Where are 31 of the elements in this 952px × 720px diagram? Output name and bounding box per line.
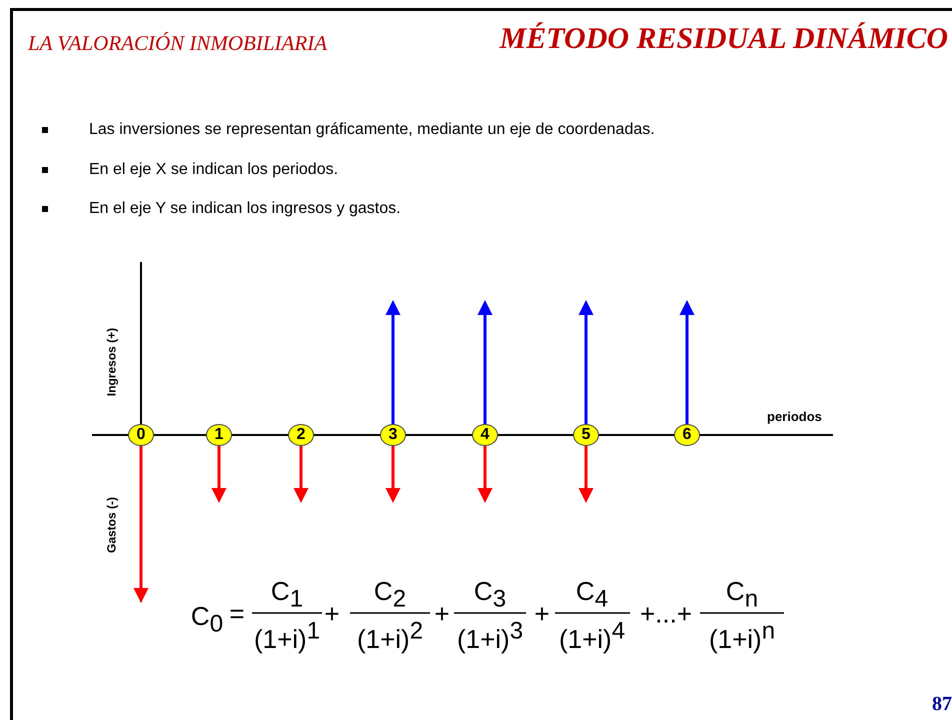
cash-flow-arrow [212,446,226,503]
period-marker: 6 [674,424,700,446]
formula-operator: = [229,600,245,628]
cash-flow-arrow [386,446,400,503]
period-marker: 1 [206,424,232,446]
period-marker: 5 [573,424,599,446]
bullet-text: En el eje Y se indican los ingresos y gastos. [89,200,401,218]
bullet-text: Las inversiones se representan gráficamente, mediante un eje de coordenadas. [89,121,655,139]
period-marker: 4 [472,424,498,446]
cash-flow-arrow [294,446,308,503]
formula-operator: +...+ [640,600,692,628]
formula-operator: + [324,600,340,628]
cash-flow-arrow [478,446,492,503]
axis-label: Gastos (-) [105,496,119,556]
formula-operator: + [434,600,450,628]
cash-flow-arrow [386,300,400,424]
axis-label: Ingresos (+) [105,327,119,397]
bullet-text: En el eje X se indican los periodos. [89,161,338,179]
axis-label: periodos [767,410,822,424]
period-marker: 0 [128,424,154,446]
cash-flow-arrow [578,300,594,424]
slide-title: MÉTODO RESIDUAL DINÁMICO [500,22,948,55]
formula-operator: + [534,600,550,628]
page-number: 87 [932,693,952,715]
period-marker: 2 [288,424,314,446]
period-marker: 3 [380,424,406,446]
cash-flow-arrow [478,300,492,424]
cash-flow-arrow [578,446,594,503]
cash-flow-arrow [134,446,148,603]
cash-flow-arrow [680,300,694,424]
section-heading: LA VALORACIÓN INMOBILIARIA [28,32,328,56]
